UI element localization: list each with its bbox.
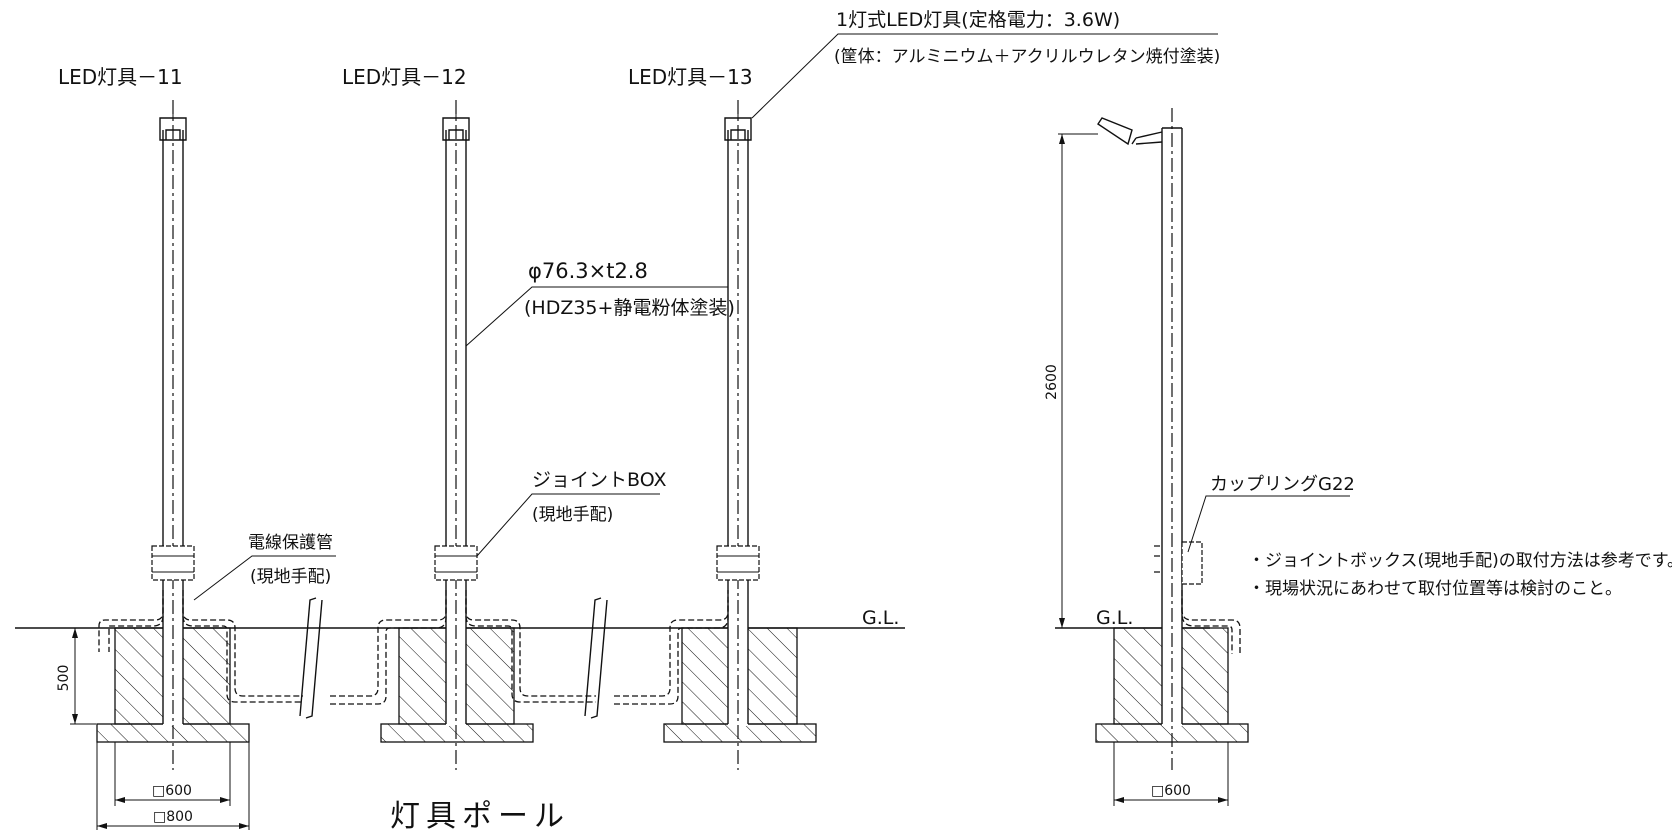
- dim-height-2600: [1058, 133, 1098, 629]
- dim-2600-text: 2600: [1044, 364, 1060, 400]
- dim-600-left: [114, 742, 231, 806]
- note-1: ・ジョイントボックス(現地手配)の取付方法は参考です。: [1248, 551, 1672, 571]
- label-conduit-note: (現地手配): [250, 567, 331, 587]
- joint-box-11: [151, 545, 195, 581]
- dim-depth-500: [70, 627, 96, 725]
- dim-500-text: 500: [56, 665, 72, 692]
- joint-box-right: [1181, 541, 1203, 585]
- joint-box-12: [434, 545, 478, 581]
- dim-600-left-text: □600: [152, 783, 192, 799]
- pole-elevation: [1095, 108, 1249, 770]
- label-fixture-spec: (筐体：アルミニウム＋アクリルウレタン焼付塗装): [834, 46, 1220, 67]
- luminaire-head: [1097, 117, 1163, 146]
- pole-11: [96, 100, 250, 770]
- joint-box-13: [716, 545, 760, 581]
- dim-600-right: [1113, 742, 1229, 806]
- conduit-lines: [98, 590, 729, 705]
- label-conduit: 電線保護管: [248, 533, 333, 553]
- label-joint-box: ジョイントBOX: [532, 469, 666, 491]
- pole-12: [380, 100, 534, 770]
- drawing-title: 灯具ポール: [390, 799, 570, 832]
- base-slab-13: [663, 723, 817, 743]
- label-gl-left: G.L.: [862, 607, 899, 629]
- label-pipe-finish: (HDZ35+静電粉体塗装): [524, 296, 735, 319]
- dim-600-right-text: □600: [1151, 783, 1191, 799]
- label-fixture-title: 1灯式LED灯具(定格電力：3.6W): [836, 9, 1120, 31]
- dim-800-left-text: □800: [153, 809, 193, 825]
- label-gl-right: G.L.: [1096, 607, 1133, 629]
- pole-13: [663, 100, 817, 770]
- break-symbols: [299, 597, 608, 719]
- base-slab-12: [380, 723, 534, 743]
- leader-lines: [193, 33, 1350, 629]
- label-joint-box-note: (現地手配): [532, 505, 613, 525]
- label-pole-12: LED灯具－12: [342, 65, 467, 89]
- label-pipe-size: φ76.3×t2.8: [528, 259, 648, 283]
- dim-800-left: [96, 742, 250, 830]
- label-pole-11: LED灯具－11: [58, 65, 183, 89]
- note-2: ・現場状況にあわせて取付位置等は検討のこと。: [1248, 579, 1622, 599]
- label-coupling: カップリングG22: [1210, 474, 1355, 495]
- label-pole-13: LED灯具－13: [628, 65, 753, 89]
